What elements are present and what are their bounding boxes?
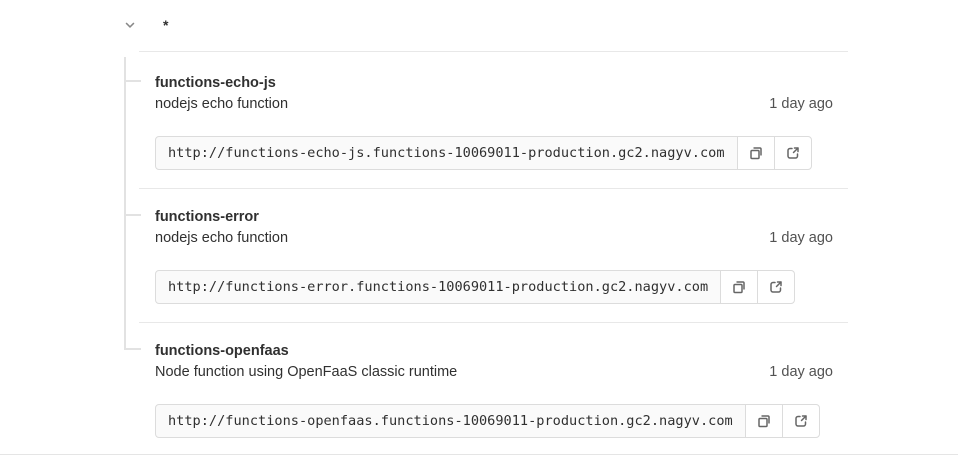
copy-icon <box>731 279 747 295</box>
function-updated-time: 1 day ago <box>769 230 833 246</box>
function-url-field[interactable]: http://functions-error.functions-1006901… <box>155 270 722 304</box>
external-link-icon <box>793 413 809 429</box>
entry-divider <box>139 188 848 189</box>
copy-url-button[interactable] <box>736 136 775 170</box>
function-url-group: http://functions-echo-js.functions-10069… <box>155 136 812 170</box>
environment-name: * <box>163 17 169 33</box>
function-list-item: functions-echo-js nodejs echo function 1… <box>155 73 833 170</box>
tree-branch <box>124 348 141 350</box>
tree-rail <box>124 57 126 350</box>
function-updated-time: 1 day ago <box>769 364 833 380</box>
entry-divider <box>139 322 848 323</box>
copy-icon <box>748 145 764 161</box>
copy-url-button[interactable] <box>720 270 759 304</box>
function-name: functions-echo-js <box>155 75 276 91</box>
function-url-field[interactable]: http://functions-echo-js.functions-10069… <box>155 136 738 170</box>
collapse-environment-button[interactable] <box>121 16 139 34</box>
function-url-group: http://functions-error.functions-1006901… <box>155 270 796 304</box>
open-url-button[interactable] <box>781 404 820 438</box>
tree-branch <box>124 80 141 82</box>
function-updated-time: 1 day ago <box>769 96 833 112</box>
chevron-down-icon <box>123 18 137 32</box>
function-list-item: functions-openfaas Node function using O… <box>155 341 833 438</box>
external-link-icon <box>785 145 801 161</box>
open-url-button[interactable] <box>757 270 796 304</box>
function-name: functions-error <box>155 209 259 225</box>
function-url-field[interactable]: http://functions-openfaas.functions-1006… <box>155 404 746 438</box>
function-list-item: functions-error nodejs echo function 1 d… <box>155 207 833 304</box>
function-description: Node function using OpenFaaS classic run… <box>155 364 458 380</box>
copy-url-button[interactable] <box>744 404 783 438</box>
function-description: nodejs echo function <box>155 96 289 112</box>
open-url-button[interactable] <box>773 136 812 170</box>
tree-branch <box>124 214 141 216</box>
external-link-icon <box>768 279 784 295</box>
function-name: functions-openfaas <box>155 343 289 359</box>
copy-icon <box>756 413 772 429</box>
page-bottom-divider <box>0 454 958 455</box>
function-url-group: http://functions-openfaas.functions-1006… <box>155 404 820 438</box>
function-description: nodejs echo function <box>155 230 289 246</box>
header-divider <box>139 51 848 52</box>
